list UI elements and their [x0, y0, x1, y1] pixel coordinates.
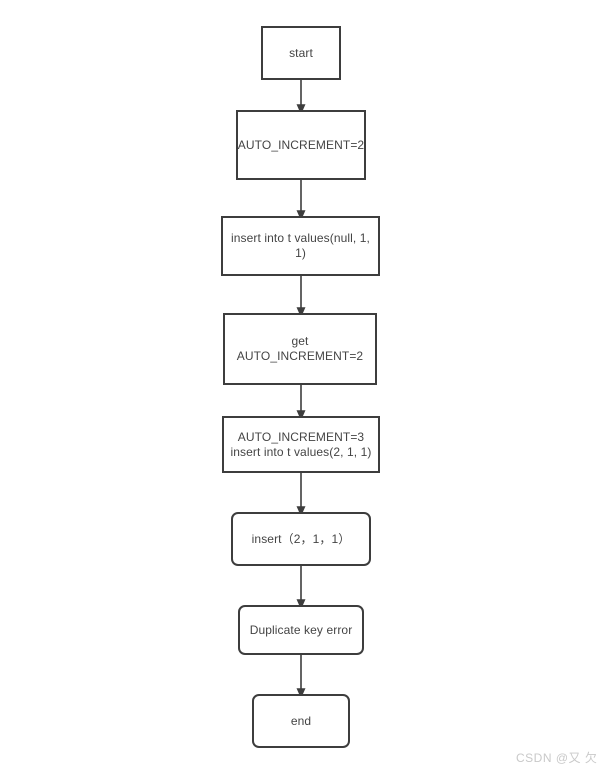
- flow-node-get-auto-increment-2[interactable]: get AUTO_INCREMENT=2: [223, 313, 377, 385]
- flow-node-label: AUTO_INCREMENT=2: [237, 137, 365, 152]
- flow-node-label: insert into t values(null, 1, 1): [231, 231, 370, 260]
- flow-node-label: insert（2，1，1）: [251, 531, 351, 546]
- flow-node-label: AUTO_INCREMENT=3 insert into t values(2,…: [230, 429, 372, 459]
- flow-node-label: Duplicate key error: [249, 622, 353, 637]
- flow-node-insert-2-1-1[interactable]: insert（2，1，1）: [231, 512, 371, 566]
- flow-node-start[interactable]: start: [261, 26, 341, 80]
- flow-node-auto-increment-3[interactable]: AUTO_INCREMENT=3 insert into t values(2,…: [222, 416, 380, 473]
- csdn-watermark: CSDN @又 欠: [516, 751, 598, 765]
- flow-node-insert-null[interactable]: insert into t values(null, 1, 1): [221, 216, 380, 276]
- flow-node-auto-increment-2[interactable]: AUTO_INCREMENT=2: [236, 110, 366, 180]
- flow-node-label: start: [289, 45, 313, 60]
- flow-node-duplicate-key-error[interactable]: Duplicate key error: [238, 605, 364, 655]
- flow-node-label: end: [290, 713, 312, 728]
- flow-node-end[interactable]: end: [252, 694, 350, 748]
- flow-node-label: get AUTO_INCREMENT=2: [236, 334, 364, 363]
